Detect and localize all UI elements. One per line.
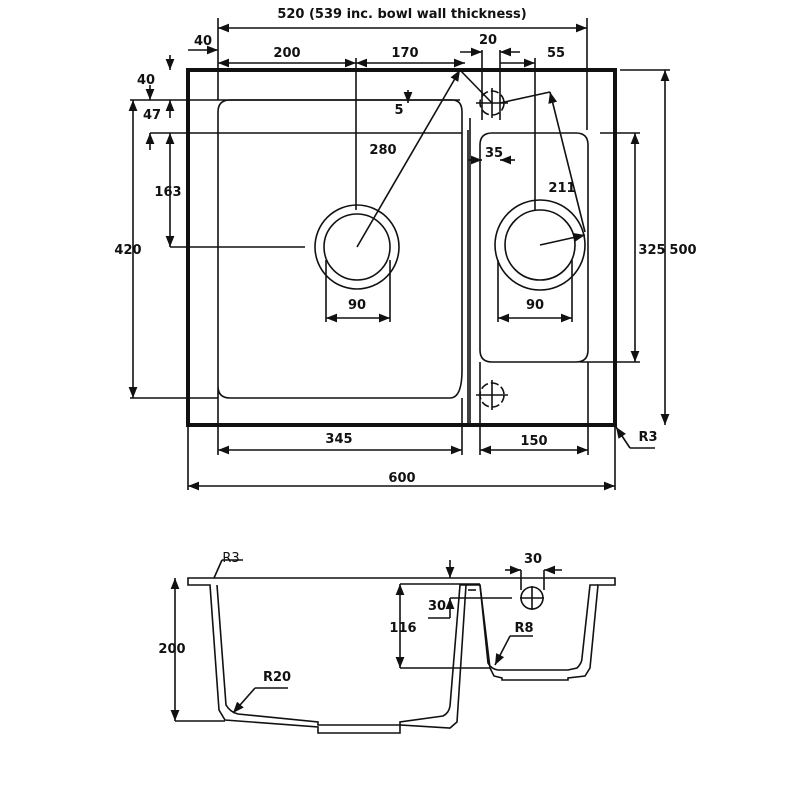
- dim-label: 325: [638, 243, 665, 258]
- plan-view: 520 (539 inc. bowl wall thickness) 40 20…: [114, 7, 697, 491]
- dim-label: R3: [222, 551, 239, 566]
- dim-label: 200: [273, 46, 300, 61]
- dim-label: 500: [669, 243, 696, 258]
- small-waste: [494, 199, 586, 291]
- dim-label: 30: [524, 552, 542, 567]
- section-outline-inner: [216, 584, 598, 726]
- dim-label: 35: [485, 146, 503, 161]
- main-bowl-outline: [217, 99, 463, 399]
- dimension-lines: [170, 559, 562, 722]
- dim-label: 420: [114, 243, 141, 258]
- dim-label: 30: [428, 599, 446, 614]
- dim-label: R20: [263, 670, 291, 685]
- section-view: R3 30 30 116 R8 200 R20: [158, 551, 616, 734]
- dimension-lines: [128, 23, 670, 491]
- dim-label: 40: [137, 73, 155, 88]
- tap-hole-icon: [520, 586, 544, 610]
- dim-label: 345: [325, 432, 352, 447]
- dim-label: 150: [520, 434, 547, 449]
- dim-label: 20: [479, 33, 497, 48]
- dim-label: 90: [526, 298, 544, 313]
- small-bowl-outline: [479, 132, 589, 363]
- dim-label: 5: [394, 103, 403, 118]
- extension-lines: [130, 18, 670, 490]
- dim-label: 47: [143, 108, 161, 123]
- dim-label: R3: [638, 430, 657, 445]
- dim-label: 90: [348, 298, 366, 313]
- dim-label: 170: [391, 46, 418, 61]
- overall-span-label: 520 (539 inc. bowl wall thickness): [277, 7, 526, 22]
- dim-label: 280: [369, 143, 396, 158]
- dim-label: 55: [547, 46, 565, 61]
- dim-label: 211: [548, 181, 575, 196]
- dim-label: 200: [158, 642, 185, 657]
- dim-label: 600: [388, 471, 415, 486]
- dim-label: 116: [389, 621, 416, 636]
- dim-label: 40: [194, 34, 212, 49]
- dim-label: R8: [514, 621, 533, 636]
- dim-label: 163: [154, 185, 181, 200]
- section-outline-outer: [187, 577, 616, 734]
- main-waste: [314, 204, 400, 290]
